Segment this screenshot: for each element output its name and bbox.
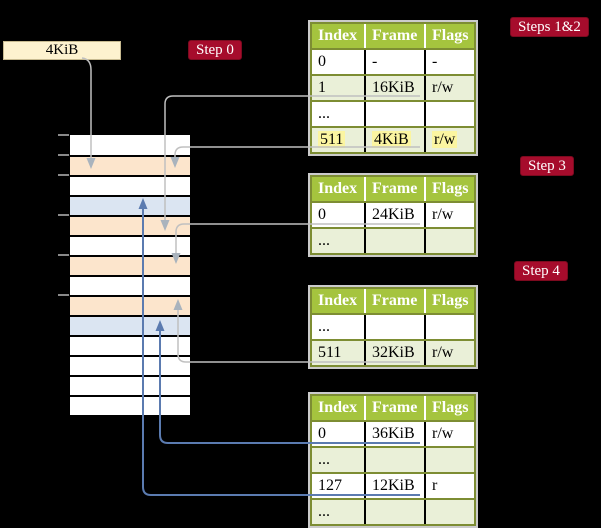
- memory-tick: [58, 154, 69, 156]
- table-row-dotsdotsdots: ...: [312, 227, 474, 253]
- header-cell-index: Index: [318, 292, 358, 309]
- table-row-dotsdotsdots: ...: [312, 100, 474, 126]
- cell-frame: -: [364, 50, 424, 74]
- table-row-dotsdotsdots: ...: [312, 446, 474, 472]
- memory-row-2-peach: [70, 155, 190, 175]
- cell-flags: [424, 448, 474, 472]
- memory-row-7-peach: [70, 255, 190, 275]
- memory-row-5-peach: [70, 215, 190, 235]
- frame-address-label: 4KiB: [45, 42, 79, 58]
- memory-tick: [58, 134, 69, 136]
- cell-index: ...: [318, 503, 330, 520]
- cell-index: ...: [318, 451, 330, 468]
- cell-frame: [364, 315, 424, 339]
- cell-flags: r/w: [424, 341, 474, 365]
- memory-tick: [58, 294, 69, 296]
- memory-row-4-blue: [70, 195, 190, 215]
- memory-row-12-white: [70, 355, 190, 375]
- header-cell-frame: Frame: [364, 24, 424, 48]
- header-cell-index: Index: [318, 180, 358, 197]
- memory-tick: [58, 214, 69, 216]
- cell-index: ...: [318, 232, 330, 249]
- cell-flags: [424, 315, 474, 339]
- cell-index: 127: [318, 477, 342, 494]
- header-cell-flags: Flags: [424, 177, 474, 201]
- cell-flags: r/w: [424, 422, 474, 446]
- cell-frame: 12KiB: [364, 474, 424, 498]
- cell-index: 0: [318, 53, 326, 70]
- cell-frame: [364, 102, 424, 126]
- header-cell-flags: Flags: [424, 24, 474, 48]
- header-cell-index: Index: [318, 27, 358, 44]
- cell-flags: -: [424, 50, 474, 74]
- header-cell-index: Index: [318, 399, 358, 416]
- header-cell-frame: Frame: [364, 289, 424, 313]
- table-row-dotsdotsdots: ...: [312, 313, 474, 339]
- cell-index: 0: [318, 206, 326, 223]
- memory-row-6-white: [70, 235, 190, 255]
- table-row-0: 0 --: [312, 48, 474, 74]
- cell-index: 1: [318, 79, 326, 96]
- memory-row-10-blue: [70, 315, 190, 335]
- memory-row-3-white: [70, 175, 190, 195]
- cell-frame: 24KiB: [364, 203, 424, 227]
- badge-step-4: Step 4: [514, 261, 568, 281]
- memory-row-13-white: [70, 375, 190, 395]
- cell-flags: r/w: [424, 203, 474, 227]
- badge-step-0: Step 0: [188, 40, 242, 60]
- cell-flags: r: [424, 474, 474, 498]
- cell-frame: 4KiB: [364, 128, 424, 152]
- memory-row-9-peach: [70, 295, 190, 315]
- memory-row-1-white: [70, 135, 190, 155]
- cell-index: 511: [318, 131, 346, 148]
- cell-frame: [364, 229, 424, 253]
- cell-index: ...: [318, 105, 330, 122]
- memory-tick: [58, 174, 69, 176]
- badge-steps-1-2: Steps 1&2: [510, 17, 589, 37]
- cell-frame: 32KiB: [364, 341, 424, 365]
- physical-memory-column: [70, 135, 190, 415]
- header-cell-flags: Flags: [424, 289, 474, 313]
- cell-index: 511: [318, 344, 342, 361]
- table-row-dotsdotsdots: ...: [312, 498, 474, 524]
- memory-row-14-white: [70, 395, 190, 415]
- memory-row-8-white: [70, 275, 190, 295]
- memory-tick: [58, 254, 69, 256]
- cell-index: ...: [318, 318, 330, 335]
- header-cell-flags: Flags: [424, 396, 474, 420]
- cell-frame: [364, 500, 424, 524]
- cell-index: 0: [318, 425, 326, 442]
- cell-frame: 36KiB: [364, 422, 424, 446]
- cell-flags: [424, 500, 474, 524]
- header-cell-frame: Frame: [364, 177, 424, 201]
- memory-row-11-white: [70, 335, 190, 355]
- cell-frame: [364, 448, 424, 472]
- badge-step-3: Step 3: [520, 156, 574, 176]
- frame-address-box: 4KiB: [3, 41, 121, 60]
- cell-flags: [424, 229, 474, 253]
- cell-frame: 16KiB: [364, 76, 424, 100]
- cell-flags: r/w: [424, 128, 474, 152]
- header-cell-frame: Frame: [364, 396, 424, 420]
- cell-flags: [424, 102, 474, 126]
- cell-flags: r/w: [424, 76, 474, 100]
